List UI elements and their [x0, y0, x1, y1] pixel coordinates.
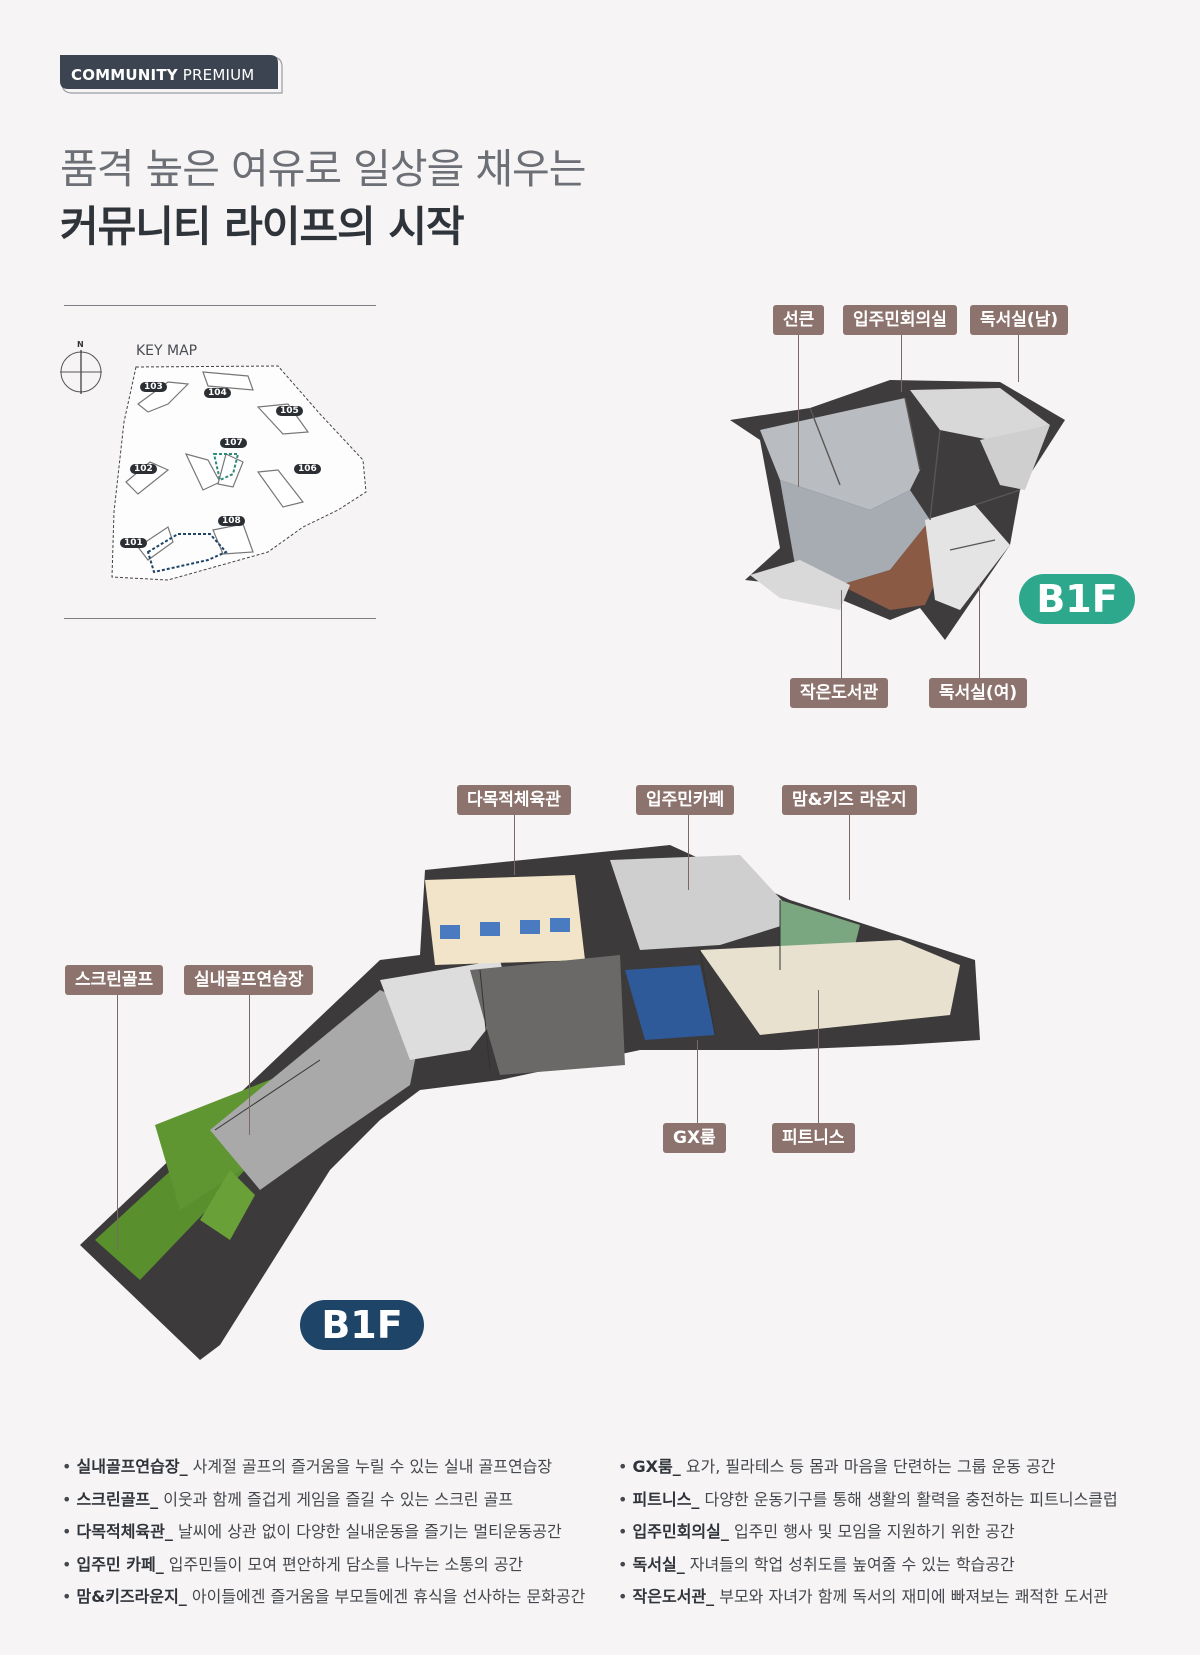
leader-line-cafe	[688, 815, 689, 890]
leader-line-sunken	[798, 322, 799, 487]
floor-plan-b1f-lower	[80, 840, 1030, 1360]
keymap-building-106: 106	[294, 464, 321, 474]
leader-line-reading-room-women	[979, 585, 980, 680]
headline-title: 커뮤니티 라이프의 시작	[60, 202, 465, 251]
leader-line-kids-lounge	[849, 815, 850, 900]
label-sunken: 선큰	[773, 305, 825, 335]
label-indoor-golf-range: 실내골프연습장	[184, 965, 314, 995]
floor-plan-b1f-upper	[720, 370, 1090, 680]
keymap-building-105: 105	[276, 406, 303, 416]
leader-line-small-library	[841, 590, 842, 680]
leader-line-screen-golf	[117, 995, 118, 1250]
description-item: 피트니스_ 다양한 운동기구를 통해 생활의 활력을 충전하는 피트니스클럽	[618, 1484, 1193, 1517]
badge-shape	[60, 55, 283, 94]
headline-subtitle: 품격 높은 여유로 일상을 채우는	[60, 145, 586, 193]
keymap-building-104: 104	[204, 388, 231, 398]
description-item: 독서실_ 자녀들의 학업 성취도를 높여줄 수 있는 학습공간	[618, 1549, 1193, 1582]
keymap-divider-top	[64, 305, 376, 306]
keymap-building-103: 103	[140, 382, 167, 392]
keymap-building-102: 102	[130, 464, 157, 474]
floor-badge-b1f-upper: B1F	[1019, 574, 1135, 624]
label-mom-kids-lounge: 맘&키즈 라운지	[782, 785, 917, 815]
description-item: 작은도서관_ 부모와 자녀가 함께 독서의 재미에 빠져보는 쾌적한 도서관	[618, 1581, 1193, 1614]
leader-line-gx-room	[697, 1040, 698, 1125]
label-reading-room-men: 독서실(남)	[970, 305, 1069, 335]
description-item: 맘&키즈라운지_ 아이들에겐 즐거움을 부모들에겐 휴식을 선사하는 문화공간	[62, 1581, 622, 1614]
leader-line-meeting-room	[901, 322, 902, 392]
description-item: 입주민 카페_ 입주민들이 모여 편안하게 담소를 나누는 소통의 공간	[62, 1549, 622, 1582]
keymap-label: KEY MAP	[136, 343, 198, 359]
description-item: 실내골프연습장_ 사계절 골프의 즐거움을 누릴 수 있는 실내 골프연습장	[62, 1451, 622, 1484]
description-list-left: 실내골프연습장_ 사계절 골프의 즐거움을 누릴 수 있는 실내 골프연습장 스…	[62, 1451, 622, 1614]
keymap-building-101: 101	[120, 538, 147, 548]
keymap-building-108: 108	[218, 516, 245, 526]
leader-line-indoor-golf	[249, 995, 250, 1135]
description-list-right: GX룸_ 요가, 필라테스 등 몸과 마음을 단련하는 그룹 운동 공간 피트니…	[618, 1451, 1193, 1614]
description-item: 입주민회의실_ 입주민 행사 및 모임을 지원하기 위한 공간	[618, 1516, 1193, 1549]
label-fitness: 피트니스	[772, 1123, 855, 1153]
label-reading-room-women: 독서실(여)	[929, 678, 1028, 708]
badge-text: COMMUNITY PREMIUM	[71, 66, 255, 84]
keymap-site-plan: 103 104 105 107 102 106 108 101	[108, 362, 368, 584]
label-residents-meeting-room: 입주민회의실	[843, 305, 957, 335]
keymap-divider-bottom	[64, 618, 376, 619]
label-gx-room: GX룸	[663, 1123, 726, 1153]
label-small-library: 작은도서관	[790, 678, 889, 708]
community-premium-badge: COMMUNITY PREMIUM	[60, 55, 284, 95]
label-residents-cafe: 입주민카페	[636, 785, 735, 815]
leader-line-fitness	[818, 990, 819, 1125]
label-multipurpose-gym: 다목적체육관	[457, 785, 571, 815]
north-compass-icon: N	[60, 340, 102, 394]
description-item: 다목적체육관_ 날씨에 상관 없이 다양한 실내운동을 즐기는 멀티운동공간	[62, 1516, 622, 1549]
label-screen-golf: 스크린골프	[65, 965, 164, 995]
description-item: GX룸_ 요가, 필라테스 등 몸과 마음을 단련하는 그룹 운동 공간	[618, 1451, 1193, 1484]
floor-badge-b1f-lower: B1F	[300, 1300, 424, 1350]
leader-line-reading-room-men	[1018, 322, 1019, 382]
description-item: 스크린골프_ 이웃과 함께 즐겁게 게임을 즐길 수 있는 스크린 골프	[62, 1484, 622, 1517]
keymap-building-107: 107	[220, 438, 247, 448]
leader-line-gym	[514, 815, 515, 875]
